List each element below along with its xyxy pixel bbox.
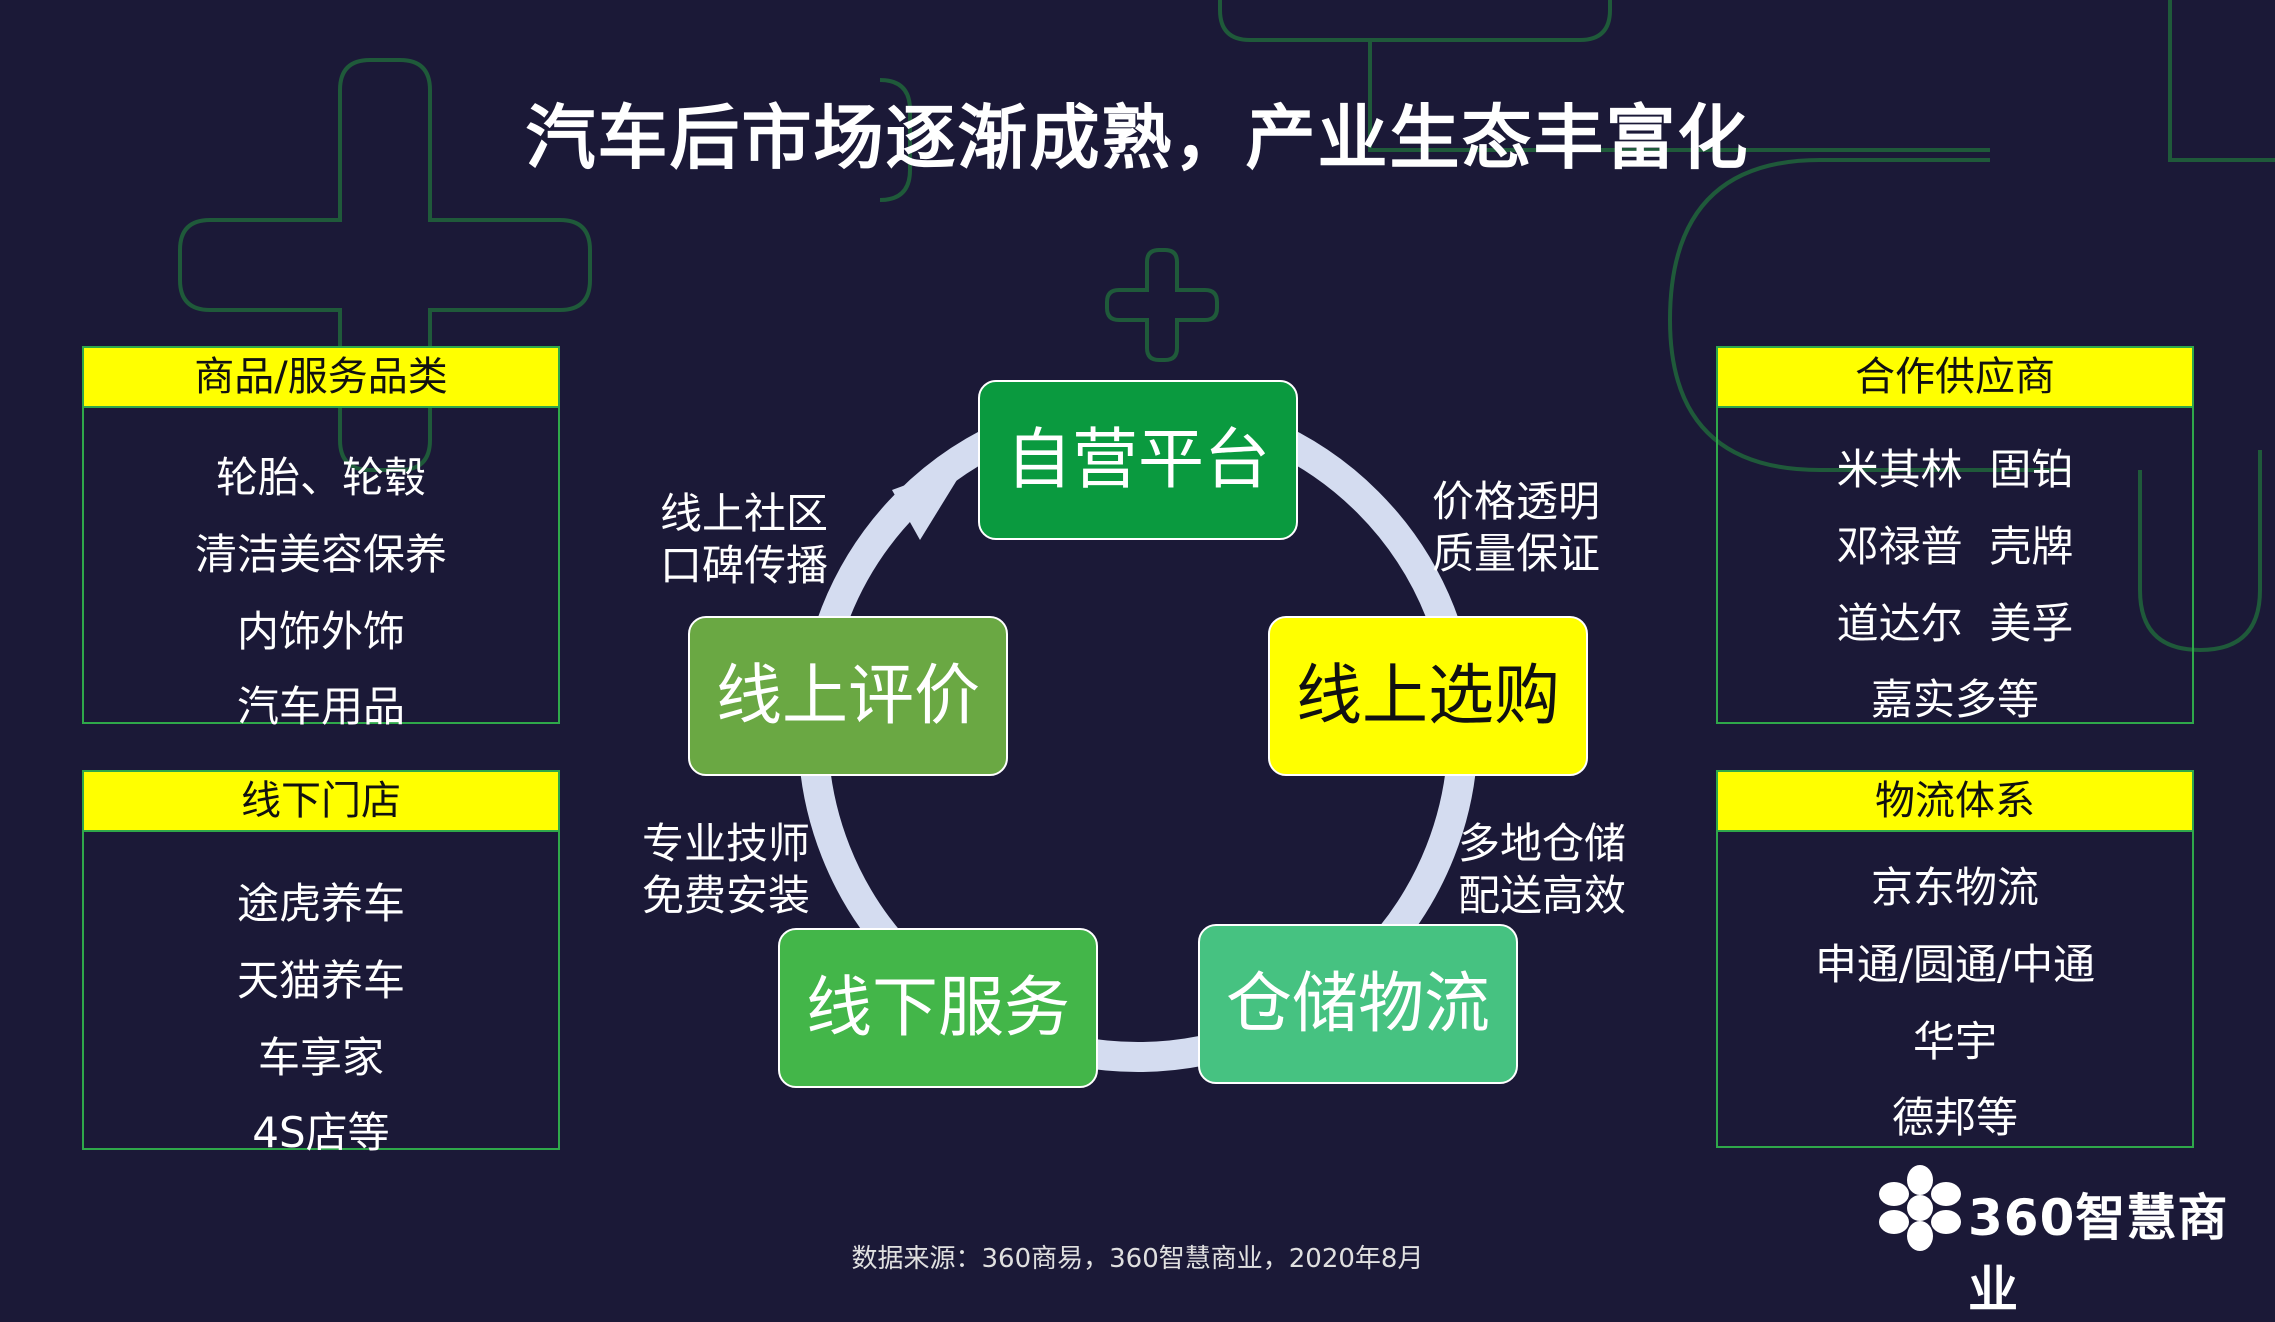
panel-item: 京东物流 bbox=[1870, 863, 2039, 912]
caption-line: 免费安装 bbox=[642, 871, 811, 920]
node-online-review: 线上评价 bbox=[688, 616, 1008, 776]
caption-line: 配送高效 bbox=[1458, 871, 1627, 920]
panel-header: 商品/服务品类 bbox=[84, 348, 558, 408]
caption-line: 多地仓储 bbox=[1458, 819, 1627, 868]
panel-item: 嘉实多等 bbox=[1870, 675, 2039, 724]
background-decoration bbox=[178, 0, 2275, 653]
node-own-platform: 自营平台 bbox=[978, 380, 1298, 540]
panel-header: 合作供应商 bbox=[1718, 348, 2192, 408]
panel-categories: 商品/服务品类 轮胎、轮毂 清洁美容保养 内饰外饰 汽车用品 bbox=[82, 346, 560, 731]
page-title: 汽车后市场逐渐成熟，产业生态丰富化 bbox=[525, 97, 1750, 179]
node-online-purchase: 线上选购 bbox=[1268, 616, 1588, 776]
panel-item: 车享家 bbox=[257, 1033, 384, 1082]
panel-item: 道达尔 美孚 bbox=[1836, 599, 2074, 648]
panel-logistics: 物流体系 京东物流 申通/圆通/中通 华宇 德邦等 bbox=[1716, 770, 2194, 1148]
panel-item: 轮胎、轮毂 bbox=[215, 453, 426, 502]
panel-item: 汽车用品 bbox=[236, 682, 405, 731]
panel-item: 华宇 bbox=[1912, 1017, 1997, 1066]
panel-suppliers: 合作供应商 米其林 固铂 邓禄普 壳牌 道达尔 美孚 嘉实多等 bbox=[1716, 346, 2194, 724]
caption-community-wom: 线上社区 口碑传播 bbox=[660, 488, 828, 592]
caption-technician-install: 专业技师 免费安装 bbox=[642, 818, 810, 922]
caption-line: 价格透明 bbox=[1432, 477, 1601, 526]
cycle-arrowhead-icon bbox=[892, 462, 968, 540]
panel-item: 邓禄普 壳牌 bbox=[1836, 522, 2074, 571]
caption-price-quality: 价格透明 质量保证 bbox=[1432, 476, 1600, 580]
caption-line: 质量保证 bbox=[1432, 529, 1601, 578]
panel-item: 清洁美容保养 bbox=[194, 530, 447, 579]
panel-item: 申通/圆通/中通 bbox=[1814, 940, 2096, 989]
source-note: 数据来源：360商易，360智慧商业，2020年8月 bbox=[851, 1244, 1424, 1274]
caption-line: 专业技师 bbox=[642, 819, 811, 868]
panel-item: 天猫养车 bbox=[236, 956, 405, 1005]
node-warehouse-logistics: 仓储物流 bbox=[1198, 924, 1518, 1084]
panel-item: 4S店等 bbox=[252, 1108, 390, 1157]
panel-item: 途虎养车 bbox=[236, 879, 405, 928]
panel-offline-stores: 线下门店 途虎养车 天猫养车 车享家 4S店等 bbox=[82, 770, 560, 1157]
panel-header: 线下门店 bbox=[84, 772, 558, 832]
panel-item: 米其林 固铂 bbox=[1836, 445, 2074, 494]
panel-item: 德邦等 bbox=[1891, 1093, 2018, 1142]
caption-line: 线上社区 bbox=[660, 489, 829, 538]
panel-header: 物流体系 bbox=[1718, 772, 2192, 832]
caption-line: 口碑传播 bbox=[660, 541, 829, 590]
panel-item: 内饰外饰 bbox=[236, 607, 405, 656]
caption-warehouse-delivery: 多地仓储 配送高效 bbox=[1458, 818, 1626, 922]
node-offline-service: 线下服务 bbox=[778, 928, 1098, 1088]
flower-logo-icon bbox=[1879, 1165, 1961, 1251]
